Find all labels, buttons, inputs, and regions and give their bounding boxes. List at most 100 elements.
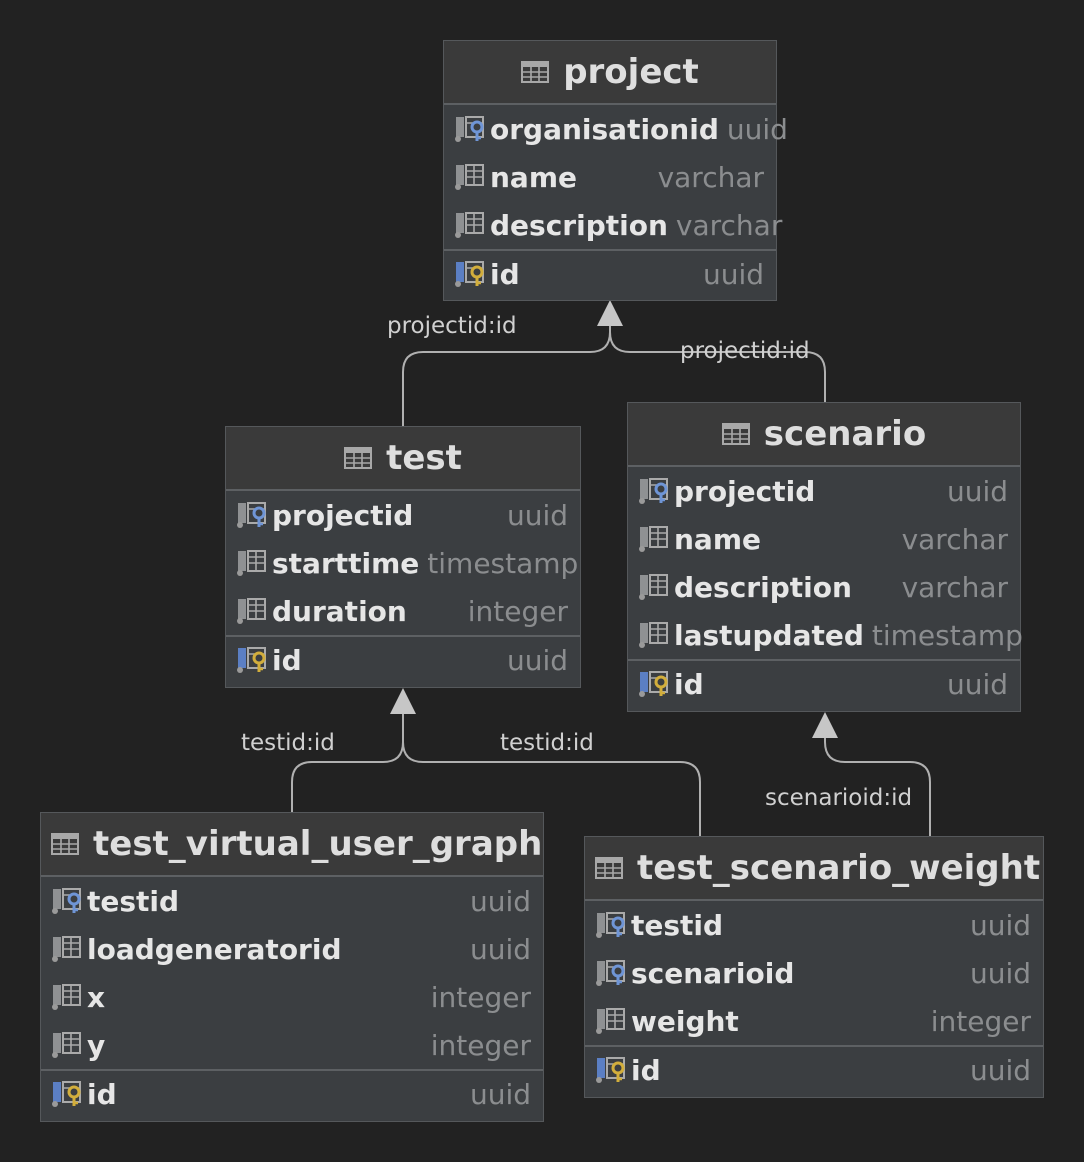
column-icon [638, 525, 674, 553]
column-type: uuid [969, 1053, 1031, 1087]
column-icon [51, 983, 87, 1011]
column-row-weight[interactable]: weight integer [585, 997, 1043, 1045]
column-row-projectid[interactable]: projectid uuid [628, 467, 1020, 515]
column-type: uuid [969, 908, 1031, 942]
column-icon [454, 211, 490, 239]
column-name: projectid [674, 474, 816, 508]
table-icon [344, 447, 373, 469]
column-type: varchar [901, 570, 1008, 604]
column-icon [595, 1007, 631, 1035]
column-name: starttime [272, 546, 420, 580]
column-type: integer [930, 1004, 1031, 1038]
column-name: id [87, 1077, 117, 1111]
column-name: loadgeneratorid [87, 932, 342, 966]
column-type: varchar [657, 160, 764, 194]
column-name: id [272, 643, 302, 677]
column-row-name[interactable]: name varchar [444, 153, 776, 201]
column-row-testid[interactable]: testid uuid [585, 901, 1043, 949]
column-type: timestamp [871, 618, 1023, 652]
rel-label-test-project: projectid:id [387, 313, 517, 339]
table-icon [521, 61, 550, 83]
column-type: varchar [675, 208, 783, 242]
column-type: uuid [469, 932, 531, 966]
column-icon [638, 573, 674, 601]
column-name: name [674, 522, 761, 556]
table-header: test [226, 427, 580, 491]
foreign-key-column-icon [51, 887, 87, 915]
table-title: test_virtual_user_graph [93, 824, 543, 864]
column-name: weight [631, 1004, 739, 1038]
column-name: organisationid [490, 112, 719, 146]
column-name: id [674, 667, 704, 701]
column-name: description [490, 208, 668, 242]
column-icon [236, 549, 272, 577]
column-icon [236, 597, 272, 625]
column-icon [51, 1031, 87, 1059]
column-type: uuid [469, 1077, 531, 1111]
arrowhead-scenario [812, 712, 838, 738]
column-type: uuid [946, 667, 1008, 701]
table-title: test [386, 438, 462, 478]
column-name: name [490, 160, 577, 194]
column-type: uuid [726, 112, 788, 146]
column-name: duration [272, 594, 407, 628]
arrowhead-project [597, 300, 623, 326]
foreign-key-column-icon [236, 501, 272, 529]
column-row-pk-id[interactable]: id uuid [628, 659, 1020, 707]
table-header: scenario [628, 403, 1020, 467]
rel-label-tsw-scenario: scenarioid:id [765, 785, 913, 811]
foreign-key-column-icon [454, 115, 490, 143]
rel-line-tsw-scenario [824, 732, 931, 836]
column-type: uuid [702, 257, 764, 291]
rel-line-tsw-test [402, 741, 701, 836]
rel-label-scenario-project: projectid:id [680, 338, 810, 364]
foreign-key-column-icon [638, 477, 674, 505]
column-row-pk-id[interactable]: id uuid [41, 1069, 543, 1117]
primary-key-column-icon [638, 670, 674, 698]
table-title: project [563, 52, 699, 92]
column-name: scenarioid [631, 956, 795, 990]
table-icon [51, 833, 79, 855]
column-name: testid [631, 908, 724, 942]
column-icon [454, 163, 490, 191]
column-icon [51, 935, 87, 963]
column-type: integer [467, 594, 568, 628]
column-row-loadgeneratorid[interactable]: loadgeneratorid uuid [41, 925, 543, 973]
rel-label-tsw-test: testid:id [500, 730, 594, 756]
column-name: testid [87, 884, 180, 918]
primary-key-column-icon [51, 1080, 87, 1108]
table-icon [595, 857, 623, 879]
column-name: description [674, 570, 852, 604]
column-row-duration[interactable]: duration integer [226, 587, 580, 635]
table-header: project [444, 41, 776, 105]
table-title: scenario [763, 414, 927, 454]
column-type: integer [430, 1028, 531, 1062]
column-name: x [87, 980, 106, 1014]
column-name: projectid [272, 498, 414, 532]
column-type: timestamp [427, 546, 579, 580]
primary-key-column-icon [236, 646, 272, 674]
table-title: test_scenario_weight [637, 848, 1041, 888]
foreign-key-column-icon [595, 959, 631, 987]
column-row-description[interactable]: description varchar [628, 563, 1020, 611]
column-type: uuid [946, 474, 1008, 508]
